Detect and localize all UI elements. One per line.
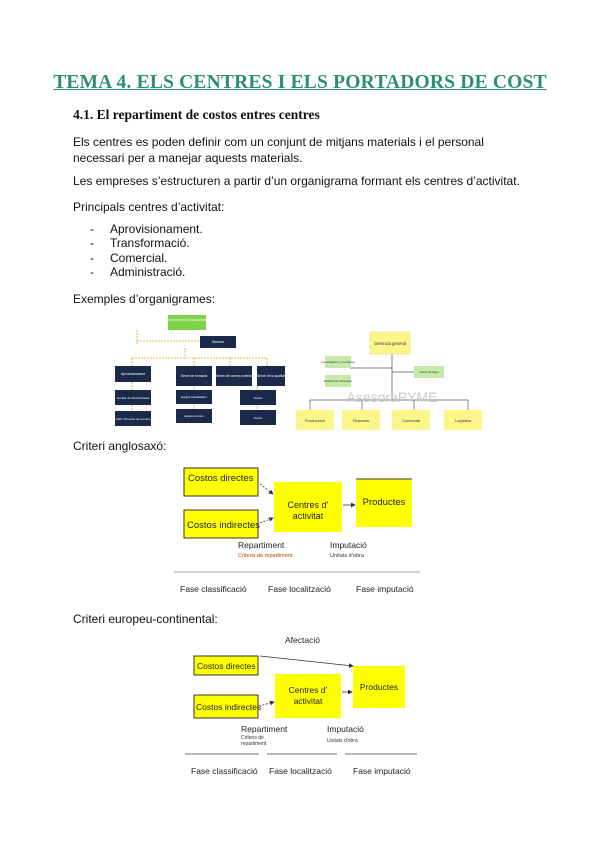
org2-top-label: Gerencia general bbox=[374, 341, 406, 346]
org1-serv-qual-label: Servei de la qualitat bbox=[257, 374, 285, 378]
org1-ceo-box bbox=[115, 411, 151, 426]
org2-g1-box bbox=[325, 356, 351, 368]
org2-d2-label: Finanzas bbox=[353, 418, 369, 423]
euro-centres-label-2: activitat bbox=[294, 696, 323, 706]
anglo-fase-localitzacio: Fase localització bbox=[268, 584, 331, 594]
euro-productes-box bbox=[353, 666, 405, 708]
org-chart-2: AsesoraPYME Gerencia general Investigaci… bbox=[296, 331, 482, 430]
org2-g3-box bbox=[414, 366, 444, 378]
org1-serv-form-box bbox=[176, 366, 212, 386]
anglo-productes-box bbox=[356, 479, 412, 527]
org1-tecnic1-label: Tècnic bbox=[254, 396, 263, 400]
anglo-centres-label-2: activitat bbox=[293, 511, 324, 521]
org2-d3-label: Comercial bbox=[402, 418, 420, 423]
euro-fase-localitzacio: Fase localització bbox=[269, 766, 332, 776]
anglo-indirectes-label: Costos indirectes bbox=[187, 520, 260, 531]
euro-label: Criteri europeu-continental: bbox=[73, 612, 218, 626]
euro-directes-label: Costos directes bbox=[197, 661, 256, 671]
euro-repartiment-label: Repartiment bbox=[241, 724, 288, 734]
examples-label: Exemples d’organigrames: bbox=[73, 292, 216, 306]
org1-tecnic2-box bbox=[240, 410, 276, 425]
anglo-directes-label: Costos directes bbox=[188, 473, 254, 484]
list-item: -Administració. bbox=[90, 265, 186, 279]
org2-d2-box bbox=[342, 410, 380, 430]
euro-fase-imputacio: Fase imputació bbox=[353, 766, 411, 776]
anglo-fase-classificacio: Fase classificació bbox=[180, 584, 247, 594]
euro-indirectes-box bbox=[193, 694, 259, 719]
org2-d4-label: Logística bbox=[455, 418, 472, 423]
org1-tecnic2-label: Tècnic bbox=[254, 416, 263, 420]
euro-centres-box bbox=[275, 674, 341, 718]
euro-imputacio-label: Imputació bbox=[327, 724, 364, 734]
anglo-repartiment-label: Repartiment bbox=[238, 540, 285, 550]
euro-criteris-label-1: Criteris de bbox=[241, 735, 264, 741]
org1-serv-com-box bbox=[216, 366, 252, 386]
org2-d1-label: Producción bbox=[305, 418, 325, 423]
org2-g1-label: Investigación y mercados bbox=[321, 360, 355, 364]
org1-director-box bbox=[200, 336, 236, 348]
org2-g3-label: Asesoría legal bbox=[419, 370, 438, 374]
anglo-arrow-directes bbox=[259, 483, 274, 495]
anglo-imputacio-label: Imputació bbox=[330, 540, 367, 550]
euro-centres-label-1: Centres d’ bbox=[289, 685, 328, 695]
euro-productes-label: Productes bbox=[360, 682, 398, 692]
org2-d3-box bbox=[392, 410, 430, 430]
paragraph-centres-label: Principals centres d’activitat: bbox=[73, 200, 225, 214]
anglo-arrow-indirectes bbox=[259, 517, 274, 524]
euro-criteris-label-2: repartiment bbox=[241, 741, 267, 747]
euro-unitats-label: Unitats d'obra bbox=[327, 738, 358, 744]
org2-watermark: AsesoraPYME bbox=[346, 389, 437, 405]
euro-afectacio-label: Afectació bbox=[285, 635, 320, 645]
org2-top-box bbox=[369, 331, 411, 355]
org1-tecnics-label: Equips tècnics bbox=[184, 414, 204, 418]
anglo-centres-label-1: Centres d’ bbox=[287, 500, 328, 510]
anglo-label: Criteri anglosaxó: bbox=[73, 439, 167, 453]
org2-d4-box bbox=[444, 410, 482, 430]
org1-equips-label: Equips treballadors bbox=[181, 395, 207, 399]
euro-indirectes-label: Costos indirectes bbox=[196, 702, 261, 712]
org1-ceo-label: CEO i Direcció de Comerç bbox=[115, 417, 151, 421]
org1-aprov-box bbox=[115, 366, 151, 382]
list-item: -Transformació. bbox=[90, 236, 190, 250]
anglo-centres-box bbox=[274, 482, 342, 532]
org1-serv-com-label: Servei de comerç exterior bbox=[216, 374, 253, 378]
org1-director-label: Director bbox=[212, 340, 225, 344]
anglo-diagram: Costos directes Costos indirectes Centre… bbox=[174, 467, 420, 594]
org1-aux-box bbox=[115, 390, 151, 405]
page-title: TEMA 4. ELS CENTRES I ELS PORTADORS DE C… bbox=[53, 72, 547, 93]
org1-tecnics-box bbox=[176, 409, 212, 423]
org1-tecnic1-box bbox=[240, 390, 276, 405]
euro-directes-box bbox=[193, 655, 259, 676]
list-item: -Aprovisionament. bbox=[90, 222, 203, 236]
org2-g2-box bbox=[325, 375, 351, 387]
org1-equips-box bbox=[176, 390, 212, 404]
org1-serv-qual-box bbox=[257, 366, 285, 386]
anglo-directes-box bbox=[183, 467, 259, 497]
org1-aux-label: Auxiliar de Administració bbox=[117, 396, 150, 400]
euro-diagram: Afectació Costos directes Costos indirec… bbox=[185, 635, 417, 776]
org1-top-box bbox=[168, 315, 206, 330]
anglo-criteris-label: Criteris de repartiment bbox=[238, 553, 293, 559]
org1-top-label: Junta General d'Accionistes bbox=[165, 318, 209, 322]
section-heading: 4.1. El repartiment de costos entres cen… bbox=[73, 107, 320, 122]
list-item: -Comercial. bbox=[90, 251, 168, 265]
euro-arrow-afectacio bbox=[259, 655, 354, 668]
anglo-fase-imputacio: Fase imputació bbox=[356, 584, 414, 594]
org1-aprov-label: Aprovisionament bbox=[121, 372, 145, 376]
org1-serv-form-label: Servei de formació bbox=[181, 374, 208, 378]
anglo-productes-label: Productes bbox=[363, 497, 406, 508]
paragraph-organigrama: Les empreses s’estructuren a partir d’un… bbox=[73, 174, 520, 188]
paragraph-definition: Els centres es poden definir com un conj… bbox=[73, 135, 484, 165]
anglo-indirectes-box bbox=[183, 509, 259, 539]
anglo-unitats-label: Unitats d’obra bbox=[330, 553, 365, 559]
org2-g2-label: Relaciones laborales bbox=[324, 379, 352, 383]
org-chart-1: Junta General d'Accionistes Director Apr… bbox=[115, 315, 285, 426]
euro-arrow-indirectes bbox=[258, 700, 275, 707]
euro-fase-classificacio: Fase classificació bbox=[191, 766, 258, 776]
org2-d1-box bbox=[296, 410, 334, 430]
